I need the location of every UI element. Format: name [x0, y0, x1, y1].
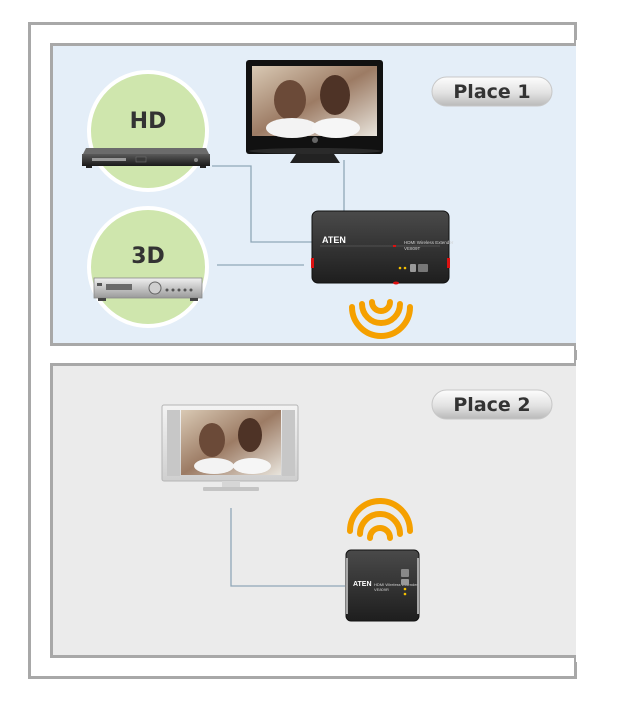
- place2-cable: [230, 508, 345, 587]
- receiver-brand: ATEN: [353, 581, 372, 588]
- place1-wireless-signal-icon: [349, 299, 413, 339]
- place2-label: Place 2: [453, 394, 530, 416]
- place1-cables: [212, 160, 345, 266]
- transmitter-brand: ATEN: [322, 235, 346, 245]
- place1-label: Place 1: [453, 81, 530, 103]
- receiver-model-line2: VE809R: [374, 587, 389, 592]
- place2-label-pill: Place 2: [431, 389, 553, 420]
- 3d-source: 3D: [87, 206, 209, 328]
- place1-tv-icon: [246, 60, 383, 163]
- left-speaker-grille: [167, 410, 180, 476]
- av-receiver-icon: [93, 277, 203, 301]
- hd-source: HD: [82, 70, 210, 192]
- receiver-port-icon: [401, 569, 409, 577]
- right-speaker-grille: [282, 410, 295, 476]
- receiver-unit-icon: ATEN HDMI Wireless Extender VE809R: [345, 549, 420, 622]
- hd-disc-label: HD: [130, 109, 167, 134]
- 3d-disc-label: 3D: [131, 244, 165, 269]
- transmitter-model-line1: HDMI Wireless Extender: [404, 240, 454, 245]
- place1-label-pill: Place 1: [431, 76, 553, 107]
- transmitter-port-icon: [418, 264, 428, 272]
- receiver-model-line1: HDMI Wireless Extender: [374, 582, 418, 587]
- place2-wireless-signal-icon: [347, 498, 413, 541]
- bluray-player-icon: [82, 148, 210, 168]
- transmitter-model-line2: VE809T: [404, 246, 421, 251]
- place2-tv-icon: [161, 404, 299, 491]
- transmitter-unit-icon: ATEN HDMI Wireless Extender VE809T: [311, 210, 454, 285]
